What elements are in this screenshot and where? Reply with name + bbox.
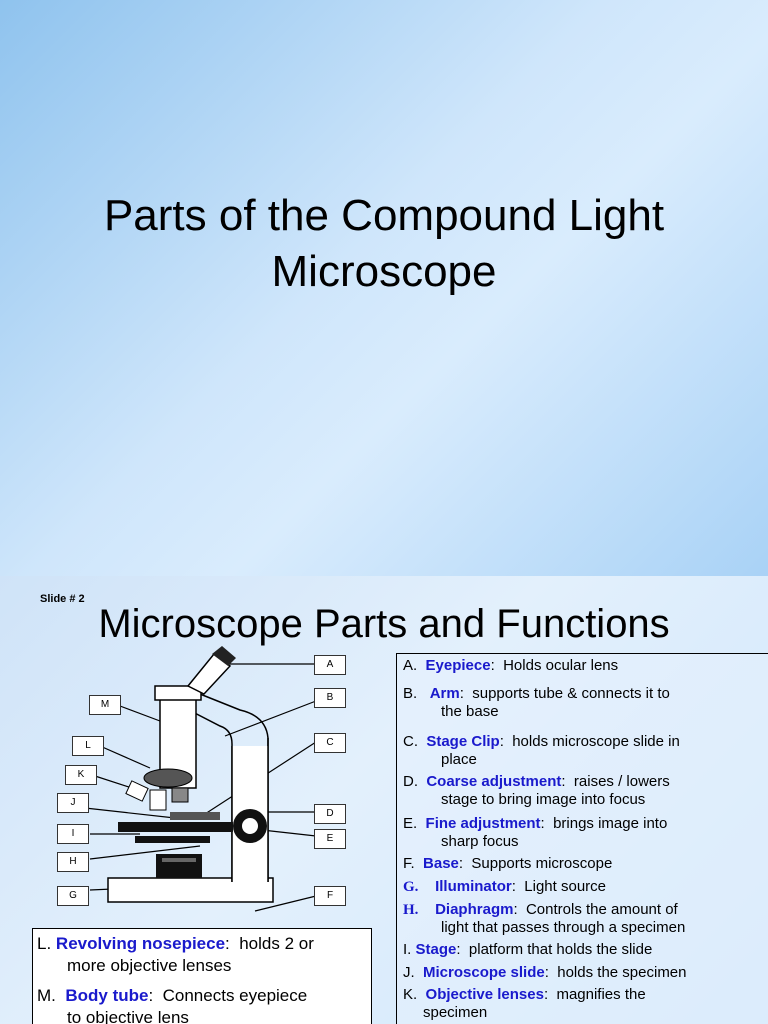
callout-d: D xyxy=(314,804,346,824)
list-item: E. Fine adjustment: brings image into sh… xyxy=(403,815,668,850)
callout-k: K xyxy=(65,765,97,785)
callout-c: C xyxy=(314,733,346,753)
parts-slide: Slide # 2 Microscope Parts and Functions xyxy=(0,576,768,1024)
list-item: C. Stage Clip: holds microscope slide in… xyxy=(403,733,680,768)
microscope-diagram xyxy=(84,646,317,912)
slide-number: Slide # 2 xyxy=(40,593,85,605)
callout-j: J xyxy=(57,793,89,813)
callout-g: G xyxy=(57,886,89,906)
list-item: I. Stage: platform that holds the slide xyxy=(403,941,653,958)
callout-i: I xyxy=(57,824,89,844)
list-item: B. Arm: supports tube & connects it to t… xyxy=(403,685,670,720)
slide-title: Microscope Parts and Functions xyxy=(98,602,670,646)
callout-e: E xyxy=(314,829,346,849)
list-item: A. Eyepiece: Holds ocular lens xyxy=(403,657,619,674)
callout-h: H xyxy=(57,852,89,872)
callout-a: A xyxy=(314,655,346,675)
list-item: D. Coarse adjustment: raises / lowers st… xyxy=(403,773,670,808)
callout-l: L xyxy=(72,736,104,756)
title-line-1: Parts of the Compound Light xyxy=(103,191,665,240)
title-line-2: Microscope xyxy=(271,247,497,296)
list-item: K. Objective lenses: magnifies the speci… xyxy=(403,986,646,1021)
list-item: F. Base: Supports microscope xyxy=(403,855,613,872)
list-item: H. Diaphragm: Controls the amount of lig… xyxy=(403,901,686,936)
title-slide: Parts of the Compound Light Microscope xyxy=(0,0,768,576)
list-item: G. Illuminator: Light source xyxy=(403,878,606,895)
slide-title: Parts of the Compound Light Microscope xyxy=(0,188,768,300)
extra-parts-list: L. Revolving nosepiece: holds 2 or more … xyxy=(32,928,372,1024)
list-item: M. Body tube: Connects eyepiece to objec… xyxy=(37,986,308,1024)
functions-list: A. Eyepiece: Holds ocular lens B. Arm: s… xyxy=(396,653,768,1024)
callout-m: M xyxy=(89,695,121,715)
callout-b: B xyxy=(314,688,346,708)
list-item: L. Revolving nosepiece: holds 2 or more … xyxy=(37,934,314,975)
list-item: J. Microscope slide: holds the specimen xyxy=(403,964,687,981)
callout-f: F xyxy=(314,886,346,906)
